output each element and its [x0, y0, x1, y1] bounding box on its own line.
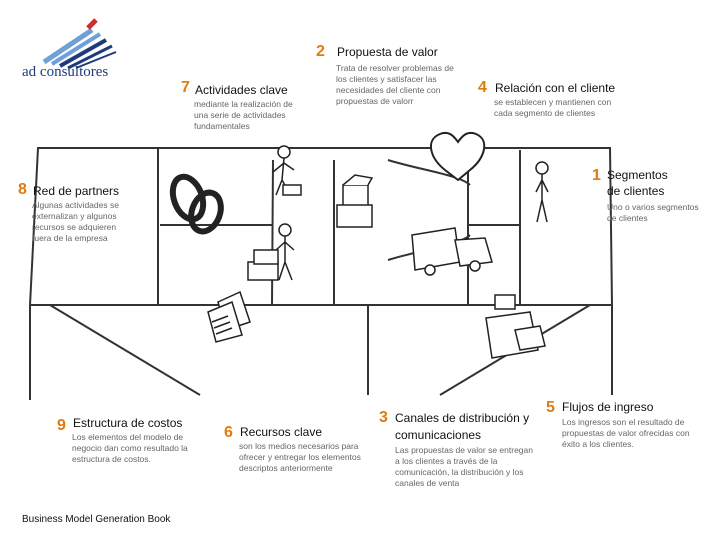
revenue-streams-description: Los ingresos son el resultado de propues…: [562, 417, 697, 450]
footer-source: Business Model Generation Book: [22, 514, 170, 525]
customer-segments-description: Uno o varios segmentos de clientes: [607, 202, 707, 224]
cost-structure-description: Los elementos del modelo de negocio dan …: [72, 432, 202, 465]
customer-segments-number: 1: [592, 168, 601, 184]
customer-segments-title-line1: Segmentos: [607, 168, 668, 182]
key-resources-description: son los medios necesarios para ofrecer y…: [239, 441, 374, 474]
value-proposition-description: Trata de resolver problemas de los clien…: [336, 63, 461, 107]
customer-segments-title-line2: de clientes: [607, 184, 664, 198]
gift-boxes-icon: [337, 175, 372, 227]
documents-icon: [208, 292, 250, 342]
company-logo-icon: [22, 10, 122, 70]
customer-relationships-description: se establecen y mantienen con cada segme…: [494, 97, 629, 119]
cost-structure-number: 9: [57, 418, 66, 434]
boxes-stack-icon: [248, 250, 278, 280]
value-proposition-number: 2: [316, 44, 325, 60]
customer-relationships-title: Relación con el cliente: [495, 81, 615, 95]
key-resources-title: Recursos clave: [240, 425, 322, 439]
channels-number: 3: [379, 410, 388, 426]
delivery-truck-icon: [412, 228, 492, 275]
key-partners-description: Algunas actividades se externalizan y al…: [32, 200, 137, 244]
key-activities-title: Actividades clave: [195, 83, 288, 97]
cost-structure-title: Estructura de costos: [73, 416, 182, 430]
customer-figure-icon: [536, 162, 548, 222]
channels-description: Las propuestas de valor se entregan a lo…: [395, 445, 535, 489]
key-activities-number: 7: [181, 80, 190, 96]
key-partners-title: Red de partners: [33, 184, 119, 198]
channels-title-line1: Canales de distribución y: [395, 411, 529, 425]
revenue-streams-title: Flujos de ingreso: [562, 400, 653, 414]
logo-text: ad consultores: [22, 64, 108, 81]
customer-relationships-number: 4: [478, 80, 487, 96]
value-proposition-title: Propuesta de valor: [337, 45, 438, 59]
chain-rings-icon: [167, 173, 226, 236]
key-partners-number: 8: [18, 182, 27, 198]
key-resources-number: 6: [224, 425, 233, 441]
revenue-streams-number: 5: [546, 400, 555, 416]
company-logo: ad consultores: [22, 10, 122, 80]
worker-figure-icon: [273, 146, 301, 195]
channels-title-line2: comunicaciones: [395, 428, 481, 442]
key-activities-description: mediante la realización de una serie de …: [194, 99, 304, 132]
